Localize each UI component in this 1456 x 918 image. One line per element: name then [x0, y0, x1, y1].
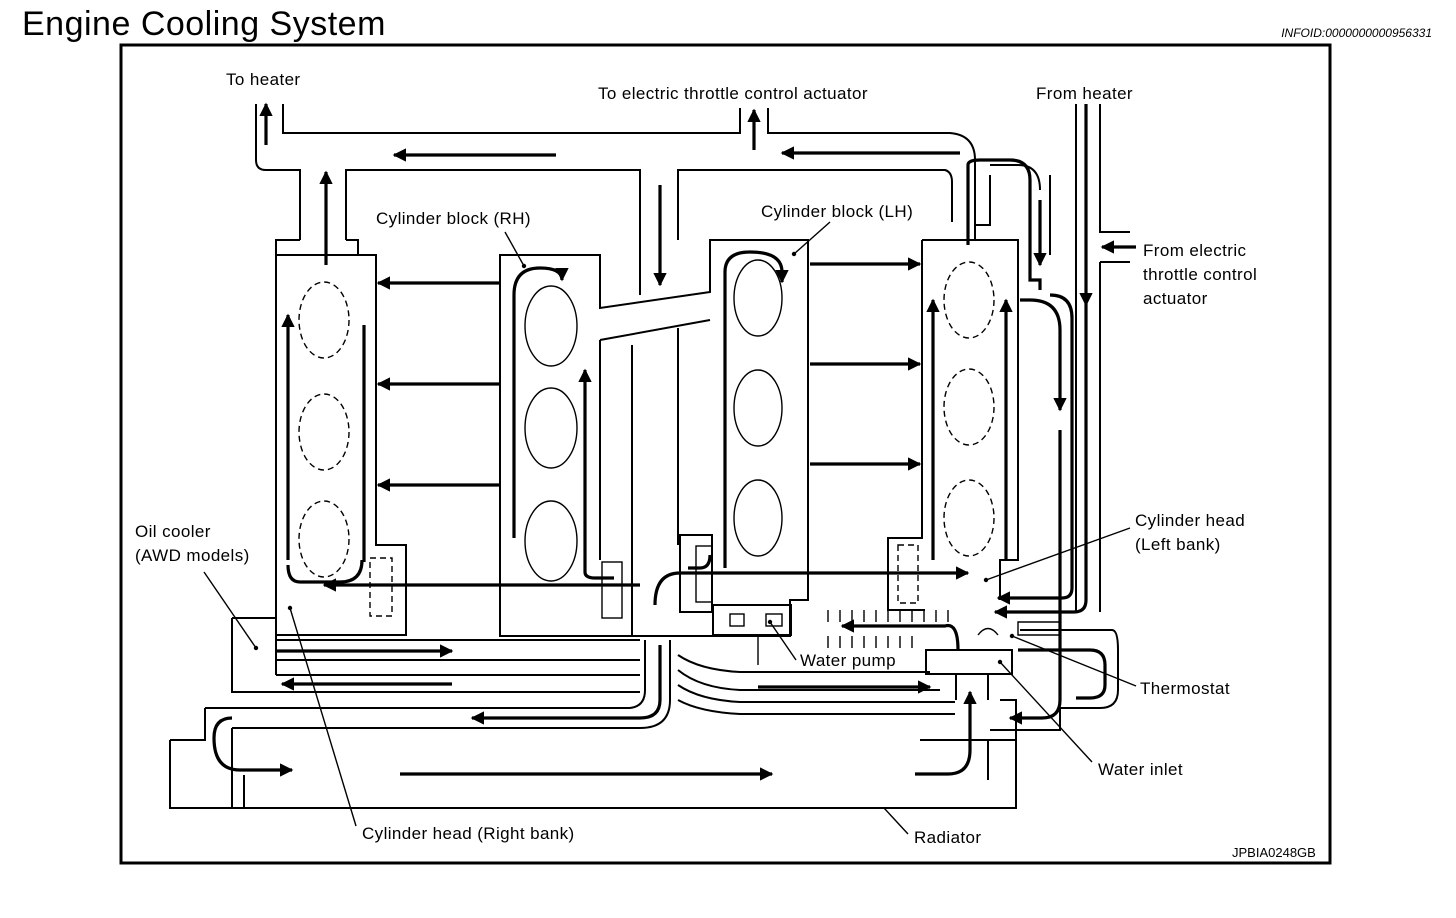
- thermostat-bypass-arrow: [840, 619, 960, 651]
- radiator-outlet-arrow: [915, 690, 977, 776]
- leader-thermostat: [1011, 635, 1137, 687]
- leader-radiator: [883, 807, 909, 835]
- radiator-inlet-curve: [212, 716, 294, 777]
- flow-arrow-up-lh-outlet: [966, 158, 1042, 290]
- leader-oil-cooler: [203, 571, 257, 649]
- label-cyl-head-left-line1: Cylinder head: [1135, 511, 1245, 530]
- label-cyl-block-lh: Cylinder block (LH): [761, 202, 913, 221]
- water-inlet: [925, 649, 1013, 700]
- lower-pipes: [169, 640, 1017, 809]
- label-from-etc-line1: From electric: [1143, 241, 1247, 260]
- leader-cyl-head-right: [289, 607, 357, 827]
- label-oil-cooler-line2: (AWD models): [135, 546, 250, 565]
- leader-water-inlet: [999, 661, 1093, 763]
- label-from-etc-line3: actuator: [1143, 289, 1208, 308]
- lh-block-inlet-curve: [688, 554, 712, 570]
- leader-cyl-block-lh: [793, 221, 831, 255]
- cylinder-block-lh: [679, 259, 783, 613]
- label-from-etc-line2: throttle control: [1143, 265, 1257, 284]
- info-id: INFOID:0000000000956331: [1281, 26, 1432, 40]
- label-water-inlet: Water inlet: [1098, 760, 1183, 779]
- label-from-heater: From heater: [1036, 84, 1133, 103]
- to-heater-pipe: [255, 104, 741, 295]
- from-heater-pipe: [975, 104, 1130, 612]
- rh-block-flow-bottom: [583, 571, 614, 580]
- cylinder-head-right: [275, 254, 407, 675]
- thermostat: [827, 610, 1061, 648]
- rh-head-flow-bottom: [286, 559, 364, 584]
- label-oil-cooler-line1: Oil cooler: [135, 522, 211, 541]
- water-pump: [712, 604, 792, 665]
- lh-head-arrow-in: [653, 566, 970, 606]
- thermo-return-pipe: [990, 629, 1119, 731]
- label-to-etc-actuator: To electric throttle control actuator: [598, 84, 868, 103]
- label-radiator: Radiator: [914, 828, 981, 847]
- thermostat-loop-right: [1018, 648, 1107, 700]
- label-cyl-block-rh: Cylinder block (RH): [376, 209, 531, 228]
- diagram-frame: [119, 43, 1332, 865]
- lh-block-flow-loop: [723, 250, 789, 568]
- lower-return-left-arrow: [470, 645, 662, 725]
- label-thermostat: Thermostat: [1140, 679, 1230, 698]
- water-inlet-return-arrow: [1008, 620, 1062, 725]
- label-to-heater: To heater: [226, 70, 300, 89]
- return-flow-1: [996, 293, 1074, 605]
- rh-block-flow-loop: [512, 266, 569, 538]
- label-cyl-head-left-line2: (Left bank): [1135, 535, 1221, 554]
- label-cyl-head-right: Cylinder head (Right bank): [362, 824, 575, 843]
- label-water-pump: Water pump: [800, 651, 896, 670]
- figure-code: JPBIA0248GB: [1232, 845, 1316, 860]
- cylinder-block-rh: [499, 239, 809, 637]
- cylinder-head-left: [887, 239, 1019, 611]
- leader-water-pump: [769, 621, 797, 661]
- lh-head-flow-right-down: [1020, 298, 1067, 412]
- leader-cyl-block-rh: [504, 231, 525, 267]
- page-title: Engine Cooling System: [22, 5, 386, 43]
- leader-cyl-head-left: [985, 527, 1131, 581]
- oil-cooler: [231, 617, 640, 693]
- return-flow-2: [993, 305, 1088, 619]
